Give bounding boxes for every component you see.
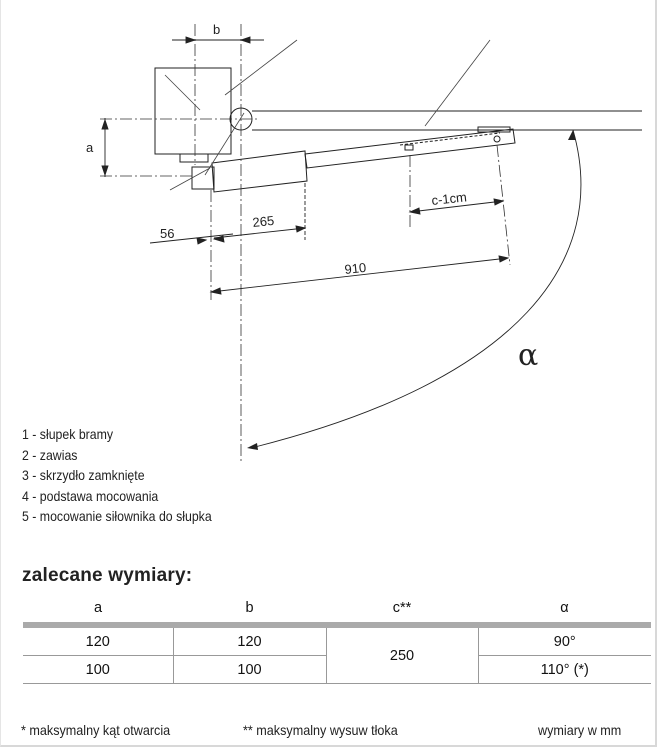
post-callout-line <box>164 74 201 111</box>
footnote-angle: * maksymalny kąt otwarcia <box>21 722 171 738</box>
table-title: zalecane wymiary: <box>22 565 193 586</box>
piston-rod-shape <box>399 132 501 146</box>
label-a: a <box>86 140 94 155</box>
piston-detail-shape <box>404 144 414 151</box>
table-row: 100 100 110° (*) <box>23 655 651 684</box>
header-b: b <box>173 594 326 628</box>
gate-mount-axis-line <box>496 144 511 266</box>
legend-item-3: 3 - skrzydło zamknięte <box>22 467 145 483</box>
footnote-stroke: ** maksymalny wysuw tłoka <box>243 722 398 738</box>
mount-callout-line <box>169 167 211 191</box>
dim-a-arrows <box>101 118 109 177</box>
legend-list: 1 - słupek bramy 2 - zawias 3 - skrzydło… <box>22 424 238 527</box>
dim-c-line <box>409 200 504 213</box>
cell-c: 250 <box>326 625 479 684</box>
piston-end-shape <box>493 135 501 143</box>
legend-item-2: 2 - zawias <box>22 446 78 463</box>
dim-265-line <box>213 227 306 239</box>
legend-item-5: 5 - mocowanie siłownika do słupka <box>22 508 212 524</box>
post-mount-shape <box>191 166 215 190</box>
label-265: 265 <box>252 213 275 230</box>
piston-tube-shape <box>304 128 516 169</box>
label-c-1cm: c-1cm <box>431 189 468 208</box>
label-910: 910 <box>344 260 367 277</box>
motor-body-shape <box>211 150 308 193</box>
bracket-callout-line <box>204 112 245 176</box>
dim-910-arrows <box>209 255 510 295</box>
dim-56-line <box>149 233 234 244</box>
alpha-arc <box>254 129 582 448</box>
dimensions-table: a b c** α 120 120 250 90° 100 100 110° (… <box>23 594 651 684</box>
cell-a: 120 <box>23 625 174 656</box>
hinge-callout-line <box>224 39 298 96</box>
header-alpha: α <box>478 594 651 628</box>
label-alpha: α <box>518 338 538 373</box>
header-c: c** <box>326 594 478 628</box>
label-56: 56 <box>160 226 174 241</box>
cell-a: 100 <box>23 655 174 684</box>
post-bracket-shape <box>179 154 209 163</box>
cell-b: 100 <box>173 655 327 684</box>
gate-operator-diagram: b a 56 265 910 c-1cm α <box>86 22 642 462</box>
dim-265-arrow <box>295 225 307 233</box>
table-row: 120 120 250 90° <box>23 625 651 684</box>
header-a: a <box>23 594 173 628</box>
dim-b-arrows <box>185 36 251 44</box>
cell-b: 120 <box>173 625 327 656</box>
label-b: b <box>213 22 220 37</box>
gate-post-shape <box>154 67 232 155</box>
dim-910-line <box>210 257 509 293</box>
legend-item-4: 4 - podstawa mocowania <box>22 487 159 504</box>
table-header-row: a b c** α <box>23 594 651 628</box>
cell-alpha: 90° <box>478 625 651 656</box>
legend-item-1: 1 - słupek bramy <box>22 426 114 442</box>
leaf-callout-line <box>424 39 491 127</box>
dim-c-arrows <box>408 198 505 215</box>
footnote-units: wymiary w mm <box>538 722 622 738</box>
alpha-arc-arrows <box>247 130 576 450</box>
cell-alpha: 110° (*) <box>478 655 651 684</box>
